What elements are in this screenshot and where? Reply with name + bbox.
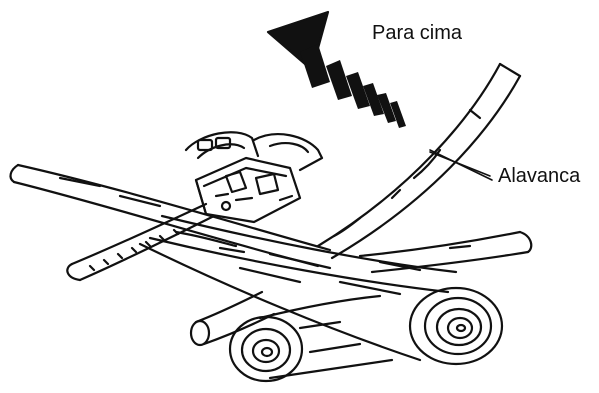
lower-log <box>228 294 394 383</box>
back-log <box>9 163 332 268</box>
up-arrow-icon <box>266 10 406 128</box>
lever-leader-line <box>429 151 491 177</box>
direction-label: Para cima <box>372 22 463 44</box>
lever-pole <box>316 62 522 260</box>
chainsaw <box>66 131 324 282</box>
lever-label: Alavanca <box>498 165 581 187</box>
crossing-log-right <box>358 230 533 274</box>
